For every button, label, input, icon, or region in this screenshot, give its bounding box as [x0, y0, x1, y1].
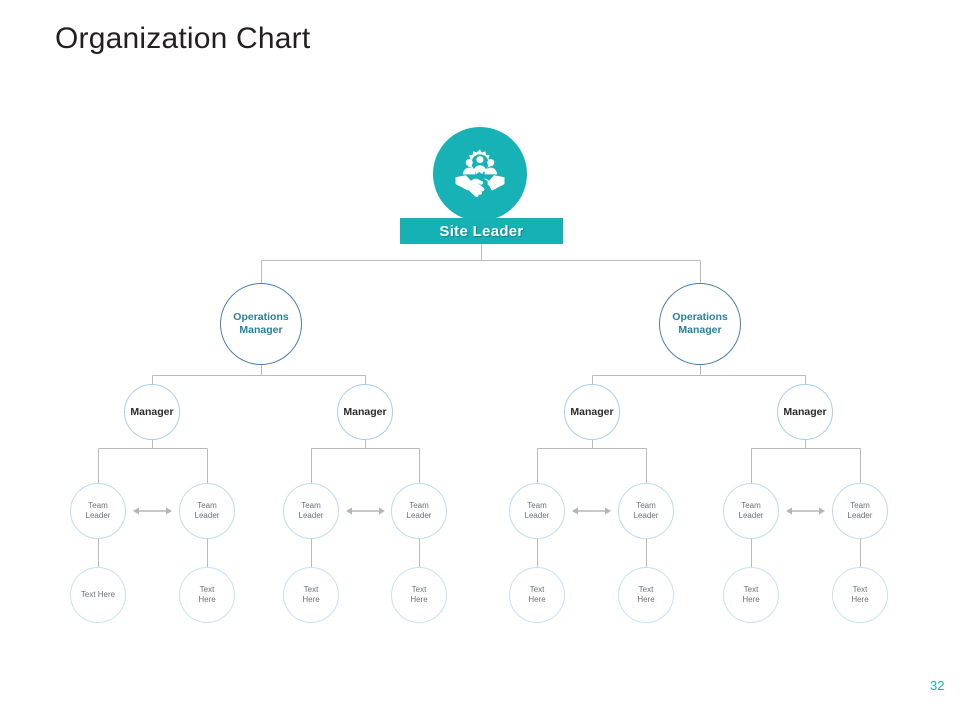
node-label: Team Leader	[298, 501, 324, 520]
node-label: Team Leader	[738, 501, 764, 520]
node-operations-manager-1[interactable]: Operations Manager	[220, 283, 302, 365]
node-label: Team Leader	[633, 501, 659, 520]
node-team-leader-8[interactable]: Team Leader	[832, 483, 888, 539]
node-label: Text Here	[742, 585, 760, 604]
node-label: Manager	[130, 406, 174, 418]
site-leader-icon-circle[interactable]	[433, 127, 527, 221]
page-title: Organization Chart	[55, 22, 311, 55]
node-label: Text Here	[528, 585, 546, 604]
node-leaf-2[interactable]: Text Here	[179, 567, 235, 623]
node-label: Text Here	[198, 585, 216, 604]
node-leaf-6[interactable]: Text Here	[618, 567, 674, 623]
node-label: Team Leader	[524, 501, 550, 520]
node-operations-manager-2[interactable]: Operations Manager	[659, 283, 741, 365]
node-label: Manager	[783, 406, 827, 418]
node-leaf-7[interactable]: Text Here	[723, 567, 779, 623]
node-label: Team Leader	[847, 501, 873, 520]
node-leaf-5[interactable]: Text Here	[509, 567, 565, 623]
node-label: Manager	[570, 406, 614, 418]
node-leaf-8[interactable]: Text Here	[832, 567, 888, 623]
site-leader-label: Site Leader	[439, 222, 524, 240]
node-team-leader-2[interactable]: Team Leader	[179, 483, 235, 539]
node-label: Team Leader	[194, 501, 220, 520]
node-label: Manager	[343, 406, 387, 418]
node-label: Operations Manager	[672, 311, 728, 336]
node-team-leader-1[interactable]: Team Leader	[70, 483, 126, 539]
node-leaf-4[interactable]: Text Here	[391, 567, 447, 623]
people-handshake-icon	[455, 149, 505, 198]
node-manager-3[interactable]: Manager	[564, 384, 620, 440]
node-label: Text Here	[851, 585, 869, 604]
node-team-leader-4[interactable]: Team Leader	[391, 483, 447, 539]
node-label: Team Leader	[406, 501, 432, 520]
node-team-leader-3[interactable]: Team Leader	[283, 483, 339, 539]
page-number: 32	[930, 678, 945, 693]
node-label: Text Here	[80, 590, 116, 599]
node-label: Operations Manager	[233, 311, 289, 336]
node-leaf-3[interactable]: Text Here	[283, 567, 339, 623]
node-label: Text Here	[410, 585, 428, 604]
node-team-leader-7[interactable]: Team Leader	[723, 483, 779, 539]
node-team-leader-6[interactable]: Team Leader	[618, 483, 674, 539]
node-leaf-1[interactable]: Text Here	[70, 567, 126, 623]
node-label: Team Leader	[85, 501, 111, 520]
node-manager-2[interactable]: Manager	[337, 384, 393, 440]
node-label: Text Here	[637, 585, 655, 604]
node-manager-1[interactable]: Manager	[124, 384, 180, 440]
site-leader-banner[interactable]: Site Leader	[400, 218, 563, 244]
node-team-leader-5[interactable]: Team Leader	[509, 483, 565, 539]
node-label: Text Here	[302, 585, 320, 604]
node-manager-4[interactable]: Manager	[777, 384, 833, 440]
